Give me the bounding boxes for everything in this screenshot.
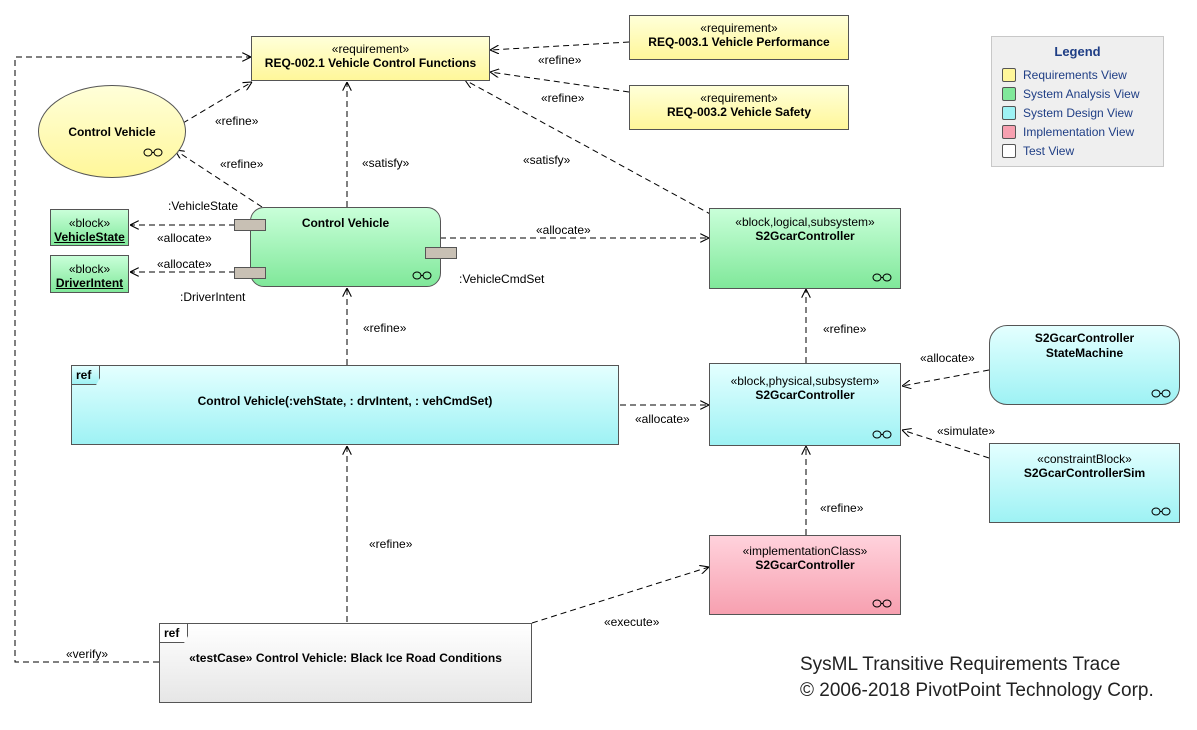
node-name: Control Vehicle (68, 125, 156, 139)
port-label: :VehicleCmdSet (459, 272, 545, 286)
node-name[interactable]: VehicleState (54, 230, 125, 244)
refine-label: «refine» (538, 53, 582, 67)
port-label: :DriverIntent (180, 290, 246, 304)
rake-icon (872, 273, 892, 282)
node-name: Control Vehicle(:vehState, : drvIntent, … (197, 394, 493, 408)
stereotype: «requirement» (331, 42, 410, 56)
satisfy-label: «satisfy» (362, 156, 410, 170)
block-physical-s2gcar-controller[interactable]: «block,physical,subsystem» S2GcarControl… (709, 363, 901, 446)
refine-usecase-line (182, 82, 252, 124)
legend-label: Test View (1023, 144, 1075, 158)
verify-line (14, 57, 251, 663)
node-name: Control Vehicle: Black Ice Road Conditio… (255, 651, 502, 665)
state-machine-s2gcar-controller[interactable]: S2GcarController StateMachine (989, 325, 1180, 405)
activity-control-vehicle[interactable]: Control Vehicle (250, 207, 441, 287)
constraint-block-s2gcar-controller-sim[interactable]: «constraintBlock» S2GcarControllerSim (989, 443, 1180, 523)
simulate-label: «simulate» (937, 424, 996, 438)
execute-label: «execute» (604, 615, 660, 629)
legend: Legend Requirements View System Analysis… (991, 36, 1164, 167)
node-name: REQ-003.2 Vehicle Safety (666, 105, 812, 119)
stereotype: «requirement» (700, 21, 778, 35)
diagram-footer: SysML Transitive Requirements Trace © 20… (800, 652, 1154, 704)
stereotype: «implementationClass» (742, 544, 868, 558)
stereotype: «block» (68, 216, 111, 230)
allocate-state-machine-line (902, 369, 990, 386)
allocate-label: «allocate» (157, 231, 212, 245)
test-case-title: «testCase» Control Vehicle: Black Ice Ro… (160, 624, 531, 665)
port-vehicle-state[interactable] (234, 219, 266, 231)
execute-line (531, 567, 709, 624)
requirement-req-002-1[interactable]: «requirement» REQ-002.1 Vehicle Control … (251, 36, 490, 81)
allocate-label: «allocate» (536, 223, 591, 237)
refine-label: «refine» (369, 537, 413, 551)
legend-swatch (1002, 87, 1016, 101)
refine-label: «refine» (215, 114, 259, 128)
allocate-label: «allocate» (157, 257, 212, 271)
refine-req0032-line (490, 72, 630, 93)
stereotype: «testCase» (189, 651, 253, 665)
allocate-label: «allocate» (635, 412, 690, 426)
refine-label: «refine» (541, 91, 585, 105)
refine-label: «refine» (820, 501, 864, 515)
node-name-line2: StateMachine (1045, 346, 1124, 360)
node-name: S2GcarController (1034, 331, 1135, 345)
node-name[interactable]: DriverIntent (55, 276, 124, 290)
block-vehicle-state[interactable]: «block» VehicleState (50, 209, 129, 246)
port-vehicle-cmd-set[interactable] (425, 247, 457, 259)
node-name: S2GcarController (755, 558, 855, 572)
legend-label: Implementation View (1023, 125, 1135, 139)
refine-label: «refine» (220, 157, 264, 171)
legend-label: Requirements View (1023, 68, 1127, 82)
simulate-line (902, 430, 990, 459)
stereotype: «block,logical,subsystem» (735, 215, 875, 229)
stereotype: «block,physical,subsystem» (730, 374, 880, 388)
refine-req0031-line (490, 41, 630, 50)
legend-swatch (1002, 106, 1016, 120)
satisfy-label: «satisfy» (523, 153, 571, 167)
footer-title: SysML Transitive Requirements Trace (800, 654, 1121, 675)
footer-copyright: © 2006-2018 PivotPoint Technology Corp. (800, 680, 1154, 701)
legend-swatch (1002, 125, 1016, 139)
requirement-req-003-2[interactable]: «requirement» REQ-003.2 Vehicle Safety (629, 85, 849, 130)
refine-label: «refine» (363, 321, 407, 335)
ref-sequence-control-vehicle[interactable]: ref Control Vehicle(:vehState, : drvInte… (71, 365, 619, 445)
verify-label: «verify» (66, 647, 109, 661)
allocate-label: «allocate» (920, 351, 975, 365)
requirement-req-003-1[interactable]: «requirement» REQ-003.1 Vehicle Performa… (629, 15, 849, 60)
ref-tab: ref (160, 624, 189, 643)
refine-label: «refine» (823, 322, 867, 336)
node-name: S2GcarController (755, 229, 855, 243)
block-driver-intent[interactable]: «block» DriverIntent (50, 255, 129, 293)
rake-icon (1151, 507, 1171, 516)
ref-tab: ref (72, 366, 101, 385)
refine-activity-usecase-line (175, 150, 263, 208)
node-name: S2GcarControllerSim (1023, 466, 1146, 480)
stereotype: «block» (68, 262, 111, 276)
node-name: REQ-003.1 Vehicle Performance (648, 35, 830, 49)
node-name: REQ-002.1 Vehicle Control Functions (264, 56, 477, 70)
block-logical-s2gcar-controller[interactable]: «block,logical,subsystem» S2GcarControll… (709, 208, 901, 289)
node-name: Control Vehicle (301, 216, 390, 230)
legend-swatch (1002, 68, 1016, 82)
port-label: :VehicleState (168, 199, 239, 213)
rake-icon (412, 271, 432, 280)
node-name: S2GcarController (755, 388, 855, 402)
use-case-control-vehicle[interactable]: Control Vehicle (38, 85, 186, 178)
implementation-class-s2gcar-controller[interactable]: «implementationClass» S2GcarController (709, 535, 901, 615)
rake-icon (143, 148, 163, 157)
satisfy-logical-line (465, 80, 713, 216)
rake-icon (872, 599, 892, 608)
port-driver-intent[interactable] (234, 267, 266, 279)
legend-title: Legend (1054, 44, 1101, 59)
legend-swatch (1002, 144, 1016, 158)
rake-icon (1151, 389, 1171, 398)
legend-label: System Analysis View (1023, 87, 1140, 101)
test-case-black-ice[interactable]: ref «testCase» Control Vehicle: Black Ic… (159, 623, 532, 703)
stereotype: «constraintBlock» (1037, 452, 1132, 466)
legend-label: System Design View (1023, 106, 1133, 120)
stereotype: «requirement» (700, 91, 778, 105)
rake-icon (872, 430, 892, 439)
